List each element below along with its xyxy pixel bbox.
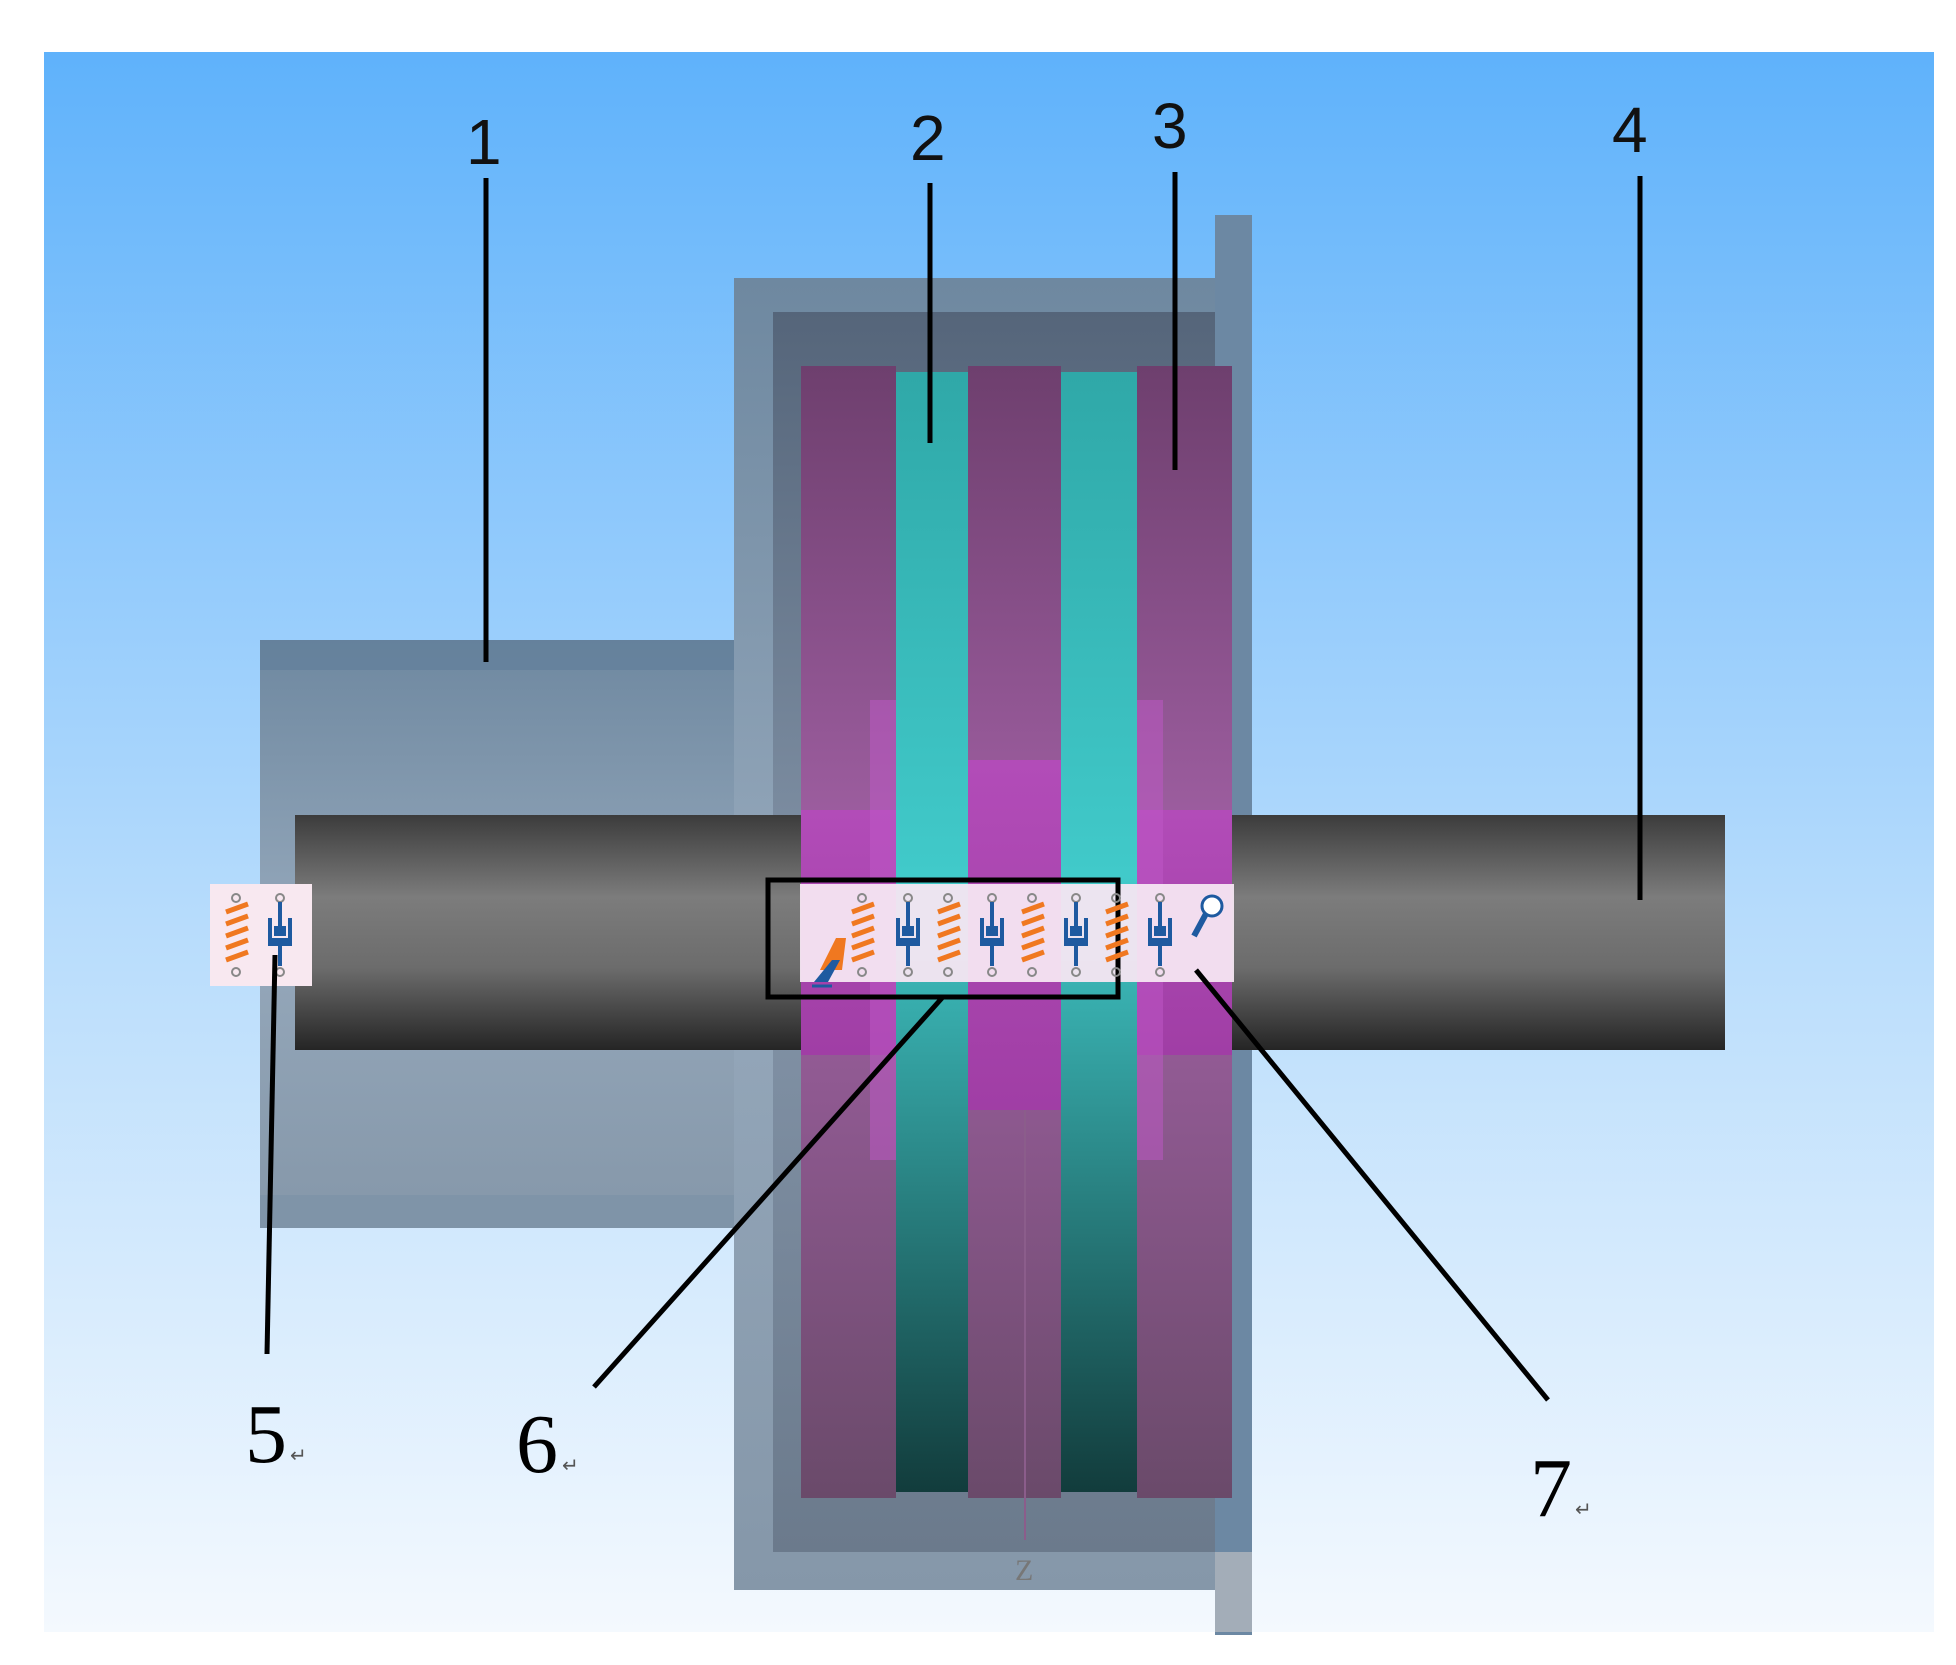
spring-icon: [937, 893, 961, 977]
spring-icon: [851, 893, 875, 977]
damper-icon: [980, 893, 1004, 977]
callout-label-4: 4: [1612, 94, 1648, 166]
return-mark-6: ↵: [562, 1453, 579, 1477]
force-source-icon: [812, 938, 846, 988]
spring-icon: [225, 893, 249, 977]
return-mark-7: ↵: [1575, 1497, 1592, 1521]
return-mark-5: ↵: [290, 1443, 307, 1467]
damper-icon: [268, 893, 292, 977]
probe-icon: [1191, 894, 1224, 938]
damper-icon: [1064, 893, 1088, 977]
spring-icon: [1105, 893, 1129, 977]
callout-lines: [264, 172, 1643, 1402]
callout-label-3: 3: [1152, 90, 1188, 162]
center-joint-icons: [765, 877, 1234, 1000]
callout-label-5: 5: [245, 1388, 287, 1481]
damper-icon: [1148, 893, 1172, 977]
left-joint-icons: [210, 884, 312, 986]
spring-icon: [1021, 893, 1045, 977]
leader-line-6: [592, 996, 944, 1389]
damper-icon: [896, 893, 920, 977]
callout-label-2: 2: [910, 102, 946, 174]
callout-label-6: 6: [516, 1398, 558, 1491]
leader-line-7: [1194, 968, 1550, 1402]
callout-label-1: 1: [466, 106, 502, 178]
highlight-box: [765, 877, 1121, 1000]
axis-z-label: Z: [1015, 1554, 1033, 1587]
callout-label-7: 7: [1530, 1442, 1572, 1535]
leader-line-5: [264, 954, 278, 1355]
